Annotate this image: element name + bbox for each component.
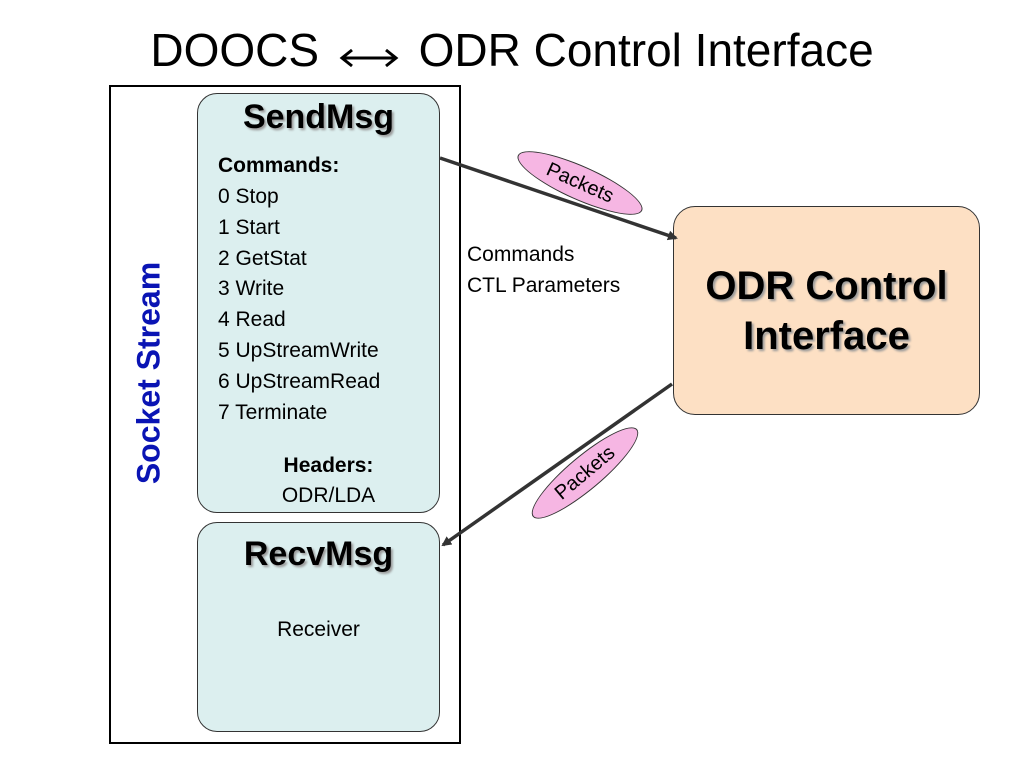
odr-box-label: ODR Control Interface bbox=[705, 261, 947, 361]
side-label-line2: CTL Parameters bbox=[467, 274, 621, 297]
headers-heading: Headers: bbox=[283, 454, 374, 477]
odr-control-interface-box: ODR Control Interface bbox=[673, 206, 980, 415]
command-item: 5 UpStreamWrite bbox=[218, 338, 379, 362]
command-item: 3 Write bbox=[218, 277, 285, 301]
commands-list: 0 Stop 1 Start 2 GetStat 3 Write 4 Read … bbox=[218, 182, 380, 428]
title-left: DOOCS bbox=[150, 24, 320, 76]
command-item: 0 Stop bbox=[218, 185, 279, 208]
recvmsg-title: RecvMsg bbox=[243, 535, 394, 573]
arrow-send-to-odr bbox=[439, 156, 678, 241]
command-item: 6 UpStreamRead bbox=[218, 369, 381, 393]
odr-box-line2: Interface bbox=[743, 313, 910, 358]
odr-box-line1: ODR Control bbox=[705, 263, 948, 308]
commands-heading: Commands: bbox=[218, 154, 340, 177]
diagram-title: DOOCS ODR Control Interface bbox=[0, 22, 1024, 82]
title-right: ODR Control Interface bbox=[418, 24, 874, 76]
sendmsg-box: SendMsg Commands: 0 Stop 1 Start 2 GetSt… bbox=[197, 93, 440, 513]
double-arrow-icon bbox=[338, 26, 400, 82]
command-item: 7 Terminate bbox=[218, 400, 328, 424]
arrow-odr-to-recv bbox=[441, 382, 674, 547]
command-item: 4 Read bbox=[218, 308, 286, 332]
socket-stream-container bbox=[109, 85, 461, 744]
receiver-text: Receiver bbox=[277, 618, 360, 641]
command-item: 2 GetStat bbox=[218, 246, 307, 270]
side-label-line1: Commands bbox=[467, 243, 575, 266]
headers-value: ODR/LDA bbox=[281, 484, 376, 507]
commands-ctl-label: Commands CTL Parameters bbox=[467, 239, 620, 301]
command-item: 1 Start bbox=[218, 215, 280, 239]
sendmsg-title: SendMsg bbox=[242, 98, 395, 136]
recvmsg-box: RecvMsg Receiver bbox=[197, 522, 440, 732]
